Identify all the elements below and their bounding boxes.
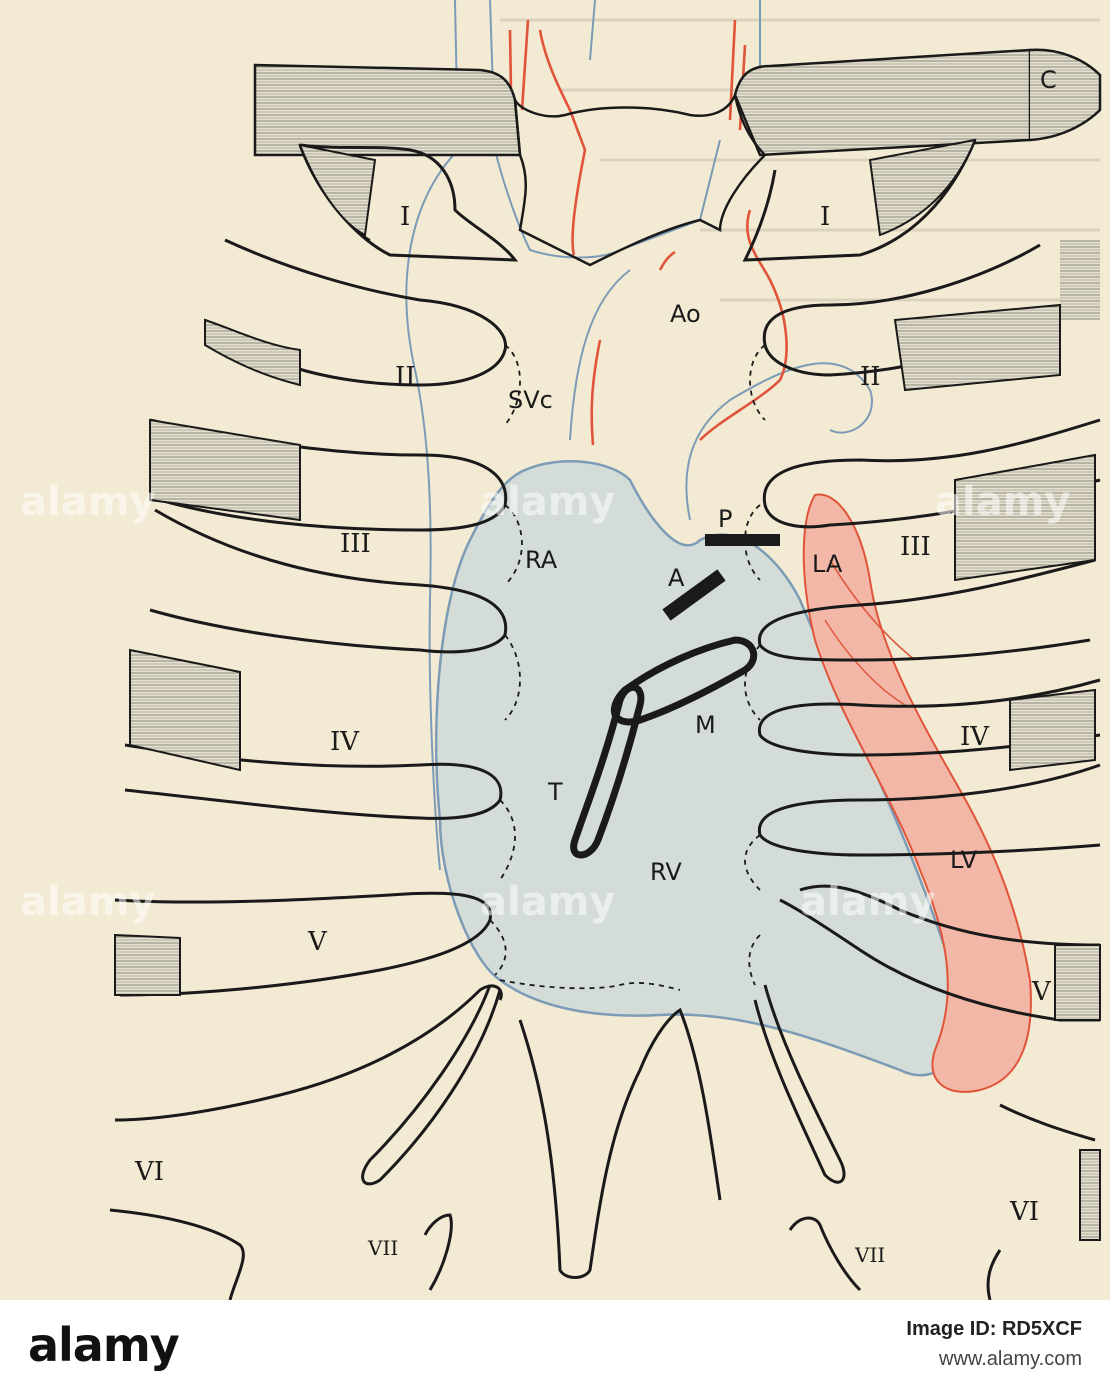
label-C: C (1040, 66, 1057, 94)
watermark-group: alamy alamy alamy alamy alamy alamy (20, 479, 1070, 925)
label-Ao: Ao (670, 300, 701, 328)
footer-bar: alamy Image ID: RD5XCF www.alamy.com (0, 1300, 1110, 1390)
footer-meta: Image ID: RD5XCF www.alamy.com (906, 1314, 1082, 1374)
label-A: A (668, 564, 685, 592)
label-SVc: SVc (508, 386, 553, 414)
watermark-text: alamy (20, 479, 155, 525)
image-id: Image ID: RD5XCF (906, 1318, 1082, 1340)
site-url[interactable]: www.alamy.com (939, 1348, 1082, 1370)
label-rib-V-right: V (1031, 977, 1052, 1007)
watermark-text: alamy (935, 479, 1070, 525)
anatomical-diagram: C I I II II III III IV IV V V VI VI VII … (20, 0, 1102, 1300)
label-rib-III-left: III (340, 529, 371, 559)
pulmonary-valve-marker (705, 534, 780, 546)
tricuspid-valve-marker (570, 684, 645, 859)
label-rib-VII-right: VII (854, 1243, 885, 1267)
heart-chest-wall-svg: C I I II II III III IV IV V V VI VI VII … (20, 0, 1102, 1300)
label-P: P (718, 505, 732, 533)
sternal-dashed-lines (489, 344, 766, 991)
label-RV: RV (650, 858, 682, 886)
label-rib-VI-right: VI (1009, 1197, 1039, 1227)
valve-markers (570, 534, 780, 859)
label-LA: LA (812, 550, 843, 578)
watermark-text: alamy (480, 479, 615, 525)
label-rib-III-right: III (900, 532, 931, 562)
aortic-valve-marker (662, 569, 726, 621)
label-rib-II-left: II (395, 362, 416, 392)
label-rib-V-left: V (307, 927, 328, 957)
vessels-blue (405, 0, 873, 871)
label-LV: LV (950, 846, 978, 874)
clavicles (253, 48, 1102, 267)
label-rib-I-left: I (400, 202, 410, 232)
label-T: T (547, 778, 563, 806)
label-rib-VI-left: VI (134, 1157, 164, 1187)
label-RA: RA (525, 546, 558, 574)
heart-right-side (435, 460, 964, 1077)
label-rib-II-right: II (860, 362, 881, 392)
label-rib-VII-left: VII (367, 1236, 398, 1260)
label-M: M (695, 711, 716, 739)
label-rib-IV-right: IV (960, 722, 990, 752)
watermark-text: alamy (20, 879, 155, 925)
rib-cartilage-stubs (114, 138, 1101, 1241)
label-rib-IV-left: IV (330, 727, 360, 757)
label-rib-I-right: I (820, 202, 830, 232)
heart-left-side-red (802, 493, 1032, 1093)
alamy-logo[interactable]: alamy (28, 1318, 180, 1372)
watermark-text: alamy (800, 879, 935, 925)
mitral-valve-marker (610, 636, 758, 726)
watermark-text: alamy (480, 879, 615, 925)
